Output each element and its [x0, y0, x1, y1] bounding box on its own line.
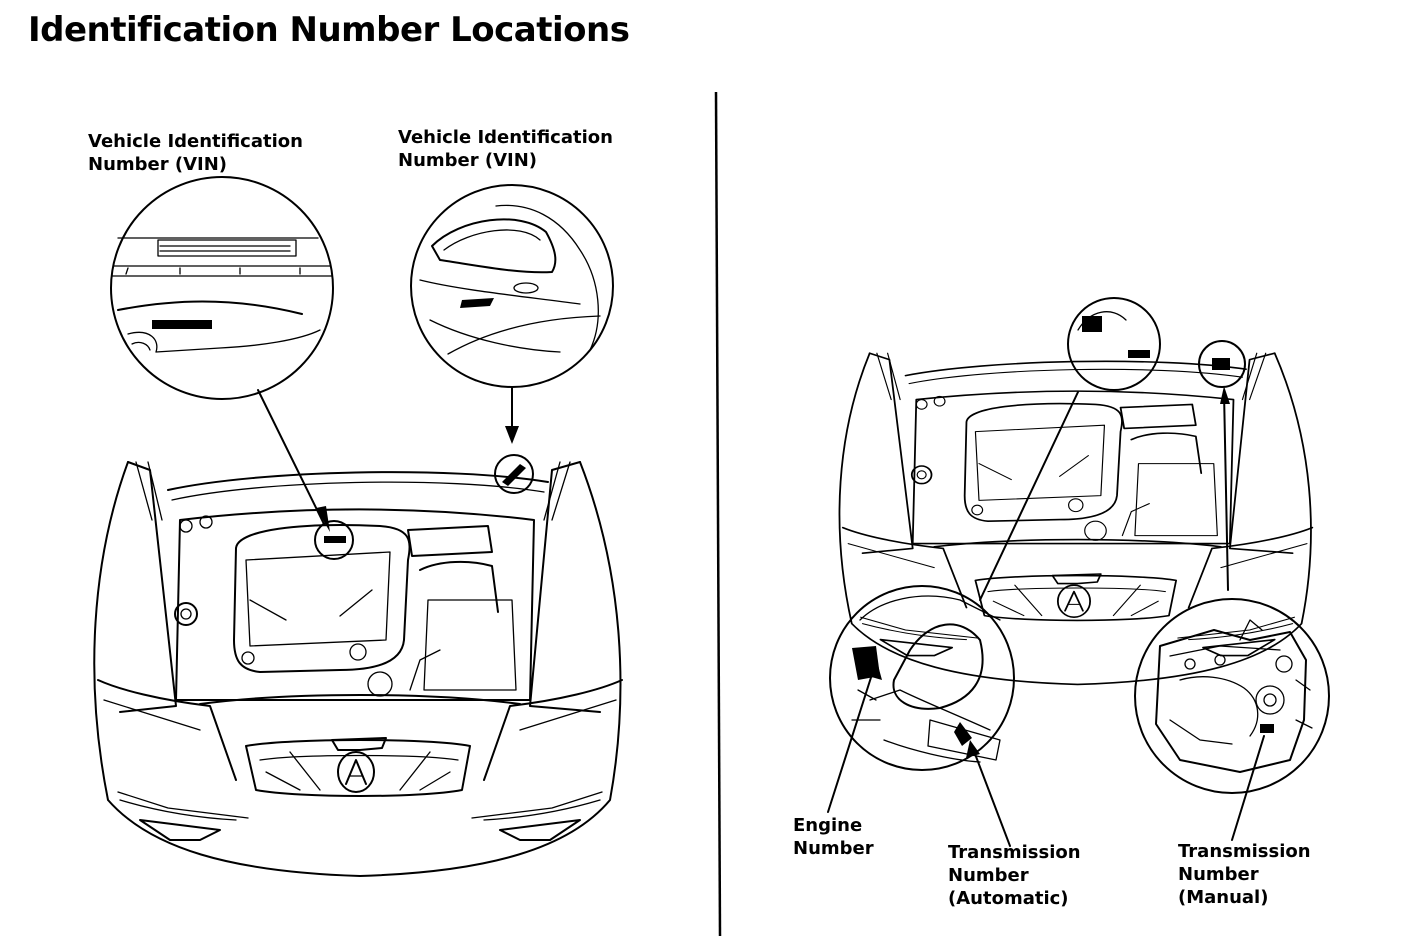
manual-transmission-pointer [1220, 386, 1230, 591]
transmission-automatic-label-line-3: (Automatic) [948, 888, 1069, 909]
vin-firewall-label-line-2: Number (VIN) [398, 150, 538, 171]
vin-dash-highlight [314, 520, 354, 560]
engine-pointer [979, 391, 1079, 601]
vin-dash-label-line-1: Vehicle Identification [88, 131, 303, 152]
vin-dash-zoom-circle [110, 176, 334, 400]
vin-firewall-label: Vehicle Identification Number (VIN) [398, 126, 613, 172]
manual-transmission-zoom-circle [1134, 598, 1330, 794]
engine-number-label-line-1: Engine [793, 815, 863, 836]
engine-zoom-circle [829, 585, 1015, 771]
vin-firewall-pointer [505, 387, 519, 444]
page-title: Identification Number Locations [28, 10, 630, 50]
engine-transmission-highlight [1067, 297, 1161, 391]
transmission-automatic-label-line-1: Transmission [948, 842, 1081, 863]
vin-dash-label: Vehicle Identification Number (VIN) [88, 130, 303, 176]
vin-firewall-label-line-1: Vehicle Identification [398, 127, 613, 148]
engine-number-label: Engine Number [793, 814, 874, 860]
transmission-manual-label-line-2: Number [1178, 864, 1259, 885]
engine-number-label-line-2: Number [793, 838, 874, 859]
page-divider [714, 91, 722, 937]
vin-dash-label-line-2: Number (VIN) [88, 154, 228, 175]
transmission-manual-label-line-3: (Manual) [1178, 887, 1269, 908]
transmission-manual-label-line-1: Transmission [1178, 841, 1311, 862]
car-front-left [93, 461, 624, 877]
vin-dash-pointer [257, 389, 330, 532]
transmission-automatic-label-line-2: Number [948, 865, 1029, 886]
vin-firewall-zoom-circle [410, 184, 614, 388]
manual-transmission-number-pointer [1231, 735, 1265, 841]
engine-number-pointer [827, 658, 882, 813]
manual-transmission-highlight [1198, 340, 1246, 388]
transmission-manual-label: Transmission Number (Manual) [1178, 840, 1311, 909]
transmission-automatic-label: Transmission Number (Automatic) [948, 841, 1081, 910]
vin-firewall-highlight [494, 454, 534, 494]
car-front-right [838, 352, 1314, 686]
automatic-transmission-pointer [966, 740, 1011, 847]
